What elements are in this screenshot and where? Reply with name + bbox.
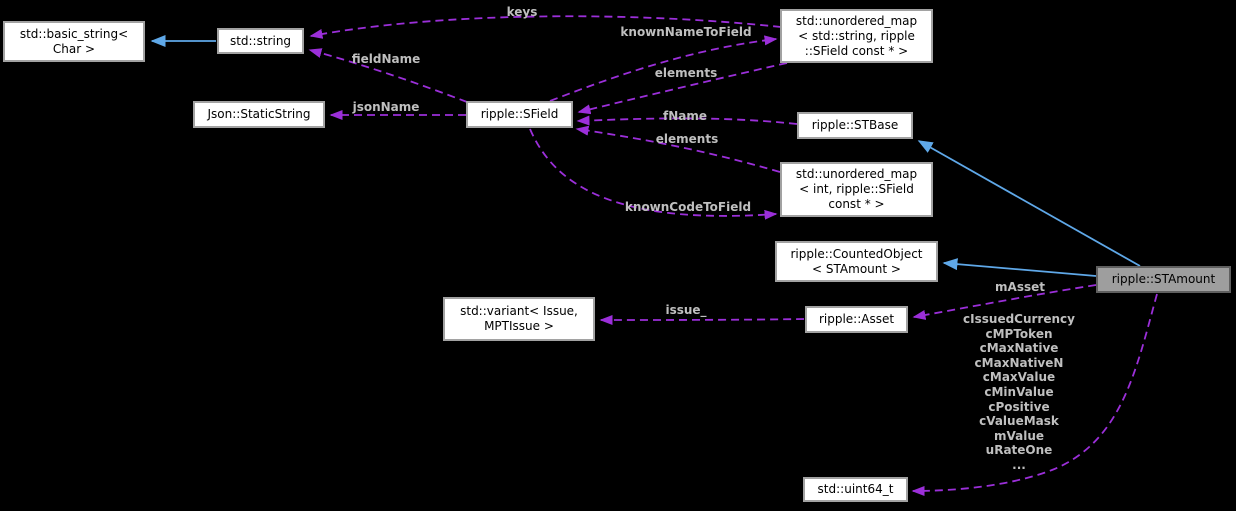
edge-elements-top: [577, 62, 788, 115]
edge-label-known-name-to-field: knownNameToField: [620, 25, 752, 39]
edge-inherit-counted-object: [942, 258, 1097, 277]
edge-inherit-stbase: [917, 140, 1141, 267]
edge-label-m-asset: mAsset: [995, 280, 1045, 294]
edge-label-keys: keys: [506, 5, 538, 19]
node-std-basic-string[interactable]: std::basic_string< Char >: [3, 21, 145, 62]
node-std-string[interactable]: std::string: [217, 28, 304, 54]
edge-f-name: [576, 115, 798, 126]
node-unordered-map-int[interactable]: std::unordered_map < int, ripple::SField…: [780, 162, 933, 217]
edge-known-name-to-field: [549, 35, 778, 102]
node-json-static-string[interactable]: Json::StaticString: [193, 101, 325, 128]
edge-label-f-name: fName: [662, 109, 708, 123]
edge-field-name: [308, 48, 468, 103]
edge-label-json-name: jsonName: [352, 100, 420, 114]
edge-m-asset: [912, 284, 1097, 320]
node-ripple-asset[interactable]: ripple::Asset: [805, 306, 908, 333]
edge-label-uint64-members: cIssuedCurrency cMPToken cMaxNative cMax…: [963, 312, 1075, 472]
node-ripple-counted-object[interactable]: ripple::CountedObject < STAmount >: [775, 241, 938, 282]
edge-label-known-code-to-field: knownCodeToField: [624, 200, 752, 214]
node-ripple-stamount: ripple::STAmount: [1096, 266, 1231, 293]
edge-label-field-name: fieldName: [351, 52, 421, 66]
node-std-uint64-t[interactable]: std::uint64_t: [803, 477, 908, 502]
node-unordered-map-string[interactable]: std::unordered_map < std::string, ripple…: [780, 9, 933, 63]
node-ripple-sfield[interactable]: ripple::SField: [466, 101, 573, 128]
node-ripple-stbase[interactable]: ripple::STBase: [797, 112, 913, 139]
edge-label-issue: issue_: [665, 303, 707, 317]
edge-label-elements-top: elements: [654, 66, 718, 80]
node-std-variant[interactable]: std::variant< Issue, MPTIssue >: [443, 297, 595, 341]
edge-known-code-to-field: [529, 128, 778, 220]
edge-issue: [599, 314, 805, 325]
edge-uint64-members: [911, 293, 1158, 496]
edge-elements-bottom: [575, 125, 781, 173]
edge-label-elements-bottom: elements: [655, 132, 719, 146]
